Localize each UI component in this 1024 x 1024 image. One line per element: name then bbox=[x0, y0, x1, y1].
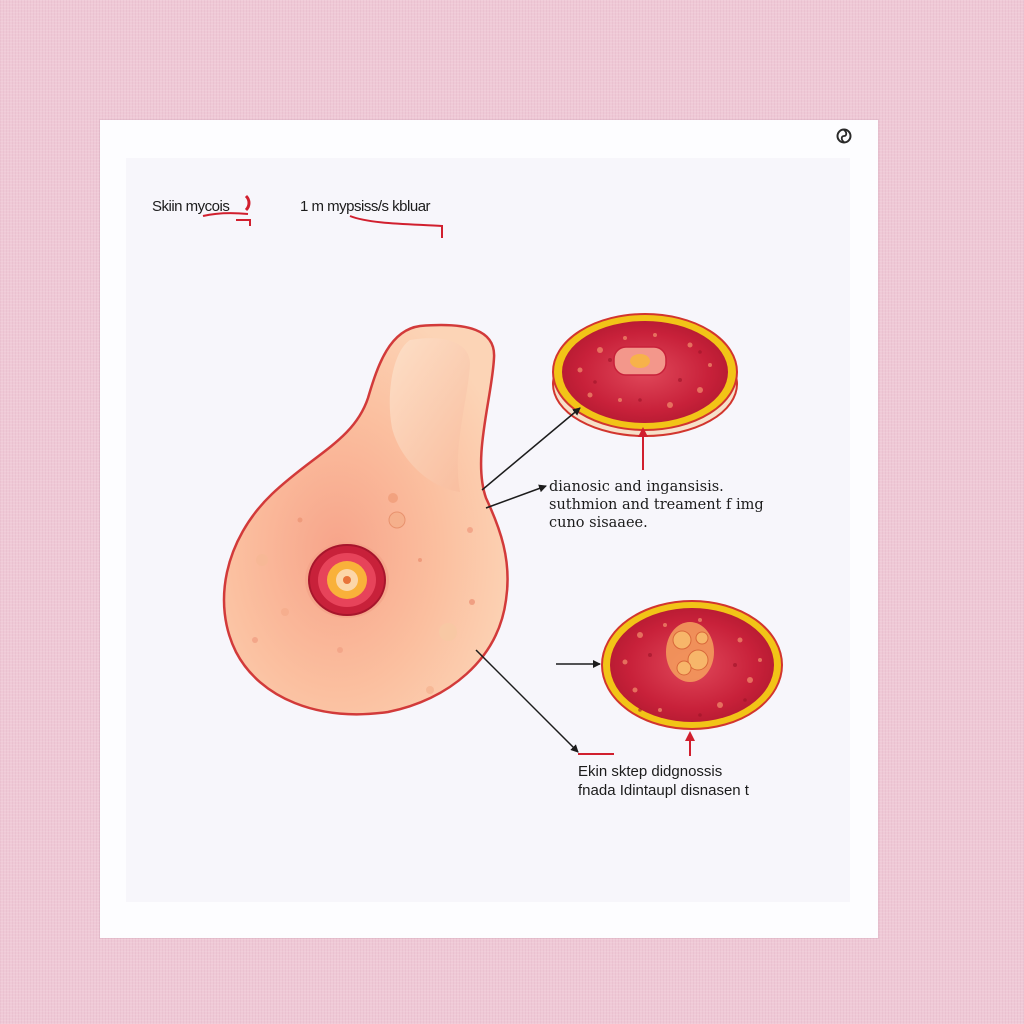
swirl-icon bbox=[836, 128, 852, 144]
magnified-view-top bbox=[552, 313, 738, 437]
annotation-bottom: Ekin sktep didgnossis fnada Idintaupl di… bbox=[578, 762, 749, 800]
fungal-cluster bbox=[666, 622, 714, 682]
title-left: Skiin mycois bbox=[152, 198, 230, 215]
annotation-top-line-3: cuno sisaaee. bbox=[549, 515, 648, 531]
annotation-bottom-line-2: fnada Idintaupl disnasen t bbox=[578, 782, 749, 799]
title-left-underline bbox=[202, 194, 251, 226]
title-right: 1 m mypsiss/s kbluar bbox=[300, 198, 431, 215]
annotation-top: dianosic and ingansisis. suthmion and tr… bbox=[549, 478, 764, 532]
annotation-top-line-1: dianosic and ingansisis. bbox=[549, 479, 724, 495]
annotation-bottom-line-1: Ekin sktep didgnossis bbox=[578, 763, 723, 780]
skin-body bbox=[222, 323, 509, 716]
title-right-underline bbox=[349, 215, 443, 238]
skin-lesion bbox=[305, 542, 389, 618]
pointer-lines bbox=[475, 407, 601, 753]
magnified-view-bottom bbox=[601, 600, 783, 730]
red-indicators bbox=[578, 427, 695, 756]
annotation-top-line-2: suthmion and treament f img bbox=[549, 497, 764, 513]
